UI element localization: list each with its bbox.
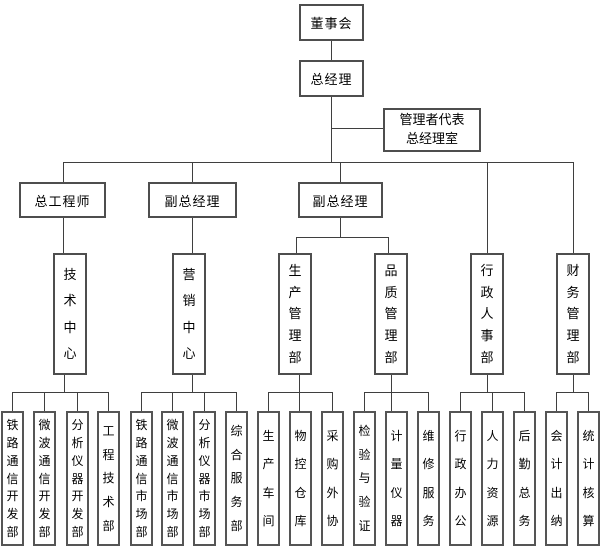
unit-material-warehouse: 物控仓库 <box>289 411 312 546</box>
connector <box>77 392 78 411</box>
connector <box>64 375 65 392</box>
connector <box>141 392 142 411</box>
connector <box>524 392 525 411</box>
node-finance-dept: 财务管理部 <box>556 253 590 375</box>
unit-human-resources: 人力资源 <box>481 411 504 546</box>
unit-engineering-tech: 工程技术部 <box>97 411 120 546</box>
connector <box>331 41 332 60</box>
connector <box>340 162 341 182</box>
connector <box>192 162 193 182</box>
node-marketing-center: 营销中心 <box>172 253 206 375</box>
connector <box>141 392 236 393</box>
connector <box>296 237 297 253</box>
connector <box>268 392 332 393</box>
node-quality-dept: 品质管理部 <box>374 253 408 375</box>
connector <box>12 392 108 393</box>
unit-measuring-instruments: 计量仪器 <box>385 411 408 546</box>
connector <box>556 392 588 393</box>
unit-procurement-outsourcing: 采购外协 <box>321 411 344 546</box>
node-production-dept: 生产管理部 <box>278 253 312 375</box>
connector <box>12 392 13 411</box>
unit-statistics-accounting: 统计核算 <box>577 411 600 546</box>
connector <box>364 392 365 411</box>
node-board: 董事会 <box>299 4 364 41</box>
connector <box>236 392 237 411</box>
node-management-rep: 管理者代表 总经理室 <box>383 108 481 152</box>
unit-admin-office: 行政办公 <box>449 411 472 546</box>
unit-accounting-cashier: 会计出纳 <box>545 411 568 546</box>
connector <box>299 375 300 411</box>
connector <box>487 375 488 392</box>
connector <box>364 392 428 393</box>
node-tech-center: 技术中心 <box>53 253 87 375</box>
connector <box>388 237 389 253</box>
unit-inspection-verification: 检验与验证 <box>353 411 376 546</box>
connector <box>391 375 392 411</box>
unit-analysis-instrument-market: 分析仪器市场部 <box>193 411 216 546</box>
unit-microwave-comm-dev: 微波通信开发部 <box>33 411 56 546</box>
connector <box>44 392 45 411</box>
node-chief-engineer: 总工程师 <box>19 182 106 218</box>
unit-railway-comm-market: 铁路通信市场部 <box>130 411 153 546</box>
unit-microwave-comm-market: 微波通信市场部 <box>161 411 184 546</box>
connector <box>573 162 574 253</box>
node-admin-hr-dept: 行政人事部 <box>470 253 504 375</box>
connector <box>428 392 429 411</box>
connector <box>340 218 341 237</box>
connector <box>268 392 269 411</box>
connector <box>63 162 64 182</box>
connector <box>487 162 488 253</box>
unit-production-workshop: 生产车间 <box>257 411 280 546</box>
unit-analysis-instrument-dev: 分析仪器开发部 <box>66 411 89 546</box>
connector <box>204 392 205 411</box>
connector <box>192 218 193 253</box>
connector <box>192 375 193 392</box>
connector <box>556 392 557 411</box>
unit-maintenance-service: 维修服务 <box>417 411 440 546</box>
management-rep-line2: 总经理室 <box>405 131 458 146</box>
connector <box>108 392 109 411</box>
node-deputy-gm-2: 副总经理 <box>298 182 383 218</box>
connector <box>172 392 173 411</box>
connector <box>63 218 64 253</box>
unit-general-service: 综合服务部 <box>225 411 248 546</box>
connector <box>331 97 332 162</box>
connector <box>296 237 388 238</box>
node-general-manager: 总经理 <box>299 60 364 97</box>
connector <box>63 162 573 163</box>
node-deputy-gm-1: 副总经理 <box>148 182 237 218</box>
connector <box>332 392 333 411</box>
connector <box>588 392 589 411</box>
unit-railway-comm-dev: 铁路通信开发部 <box>1 411 24 546</box>
management-rep-line1: 管理者代表 <box>399 112 465 128</box>
unit-logistics: 后勤总务 <box>513 411 536 546</box>
connector <box>573 375 574 392</box>
connector <box>460 392 461 411</box>
connector <box>492 392 493 411</box>
connector <box>331 128 383 129</box>
